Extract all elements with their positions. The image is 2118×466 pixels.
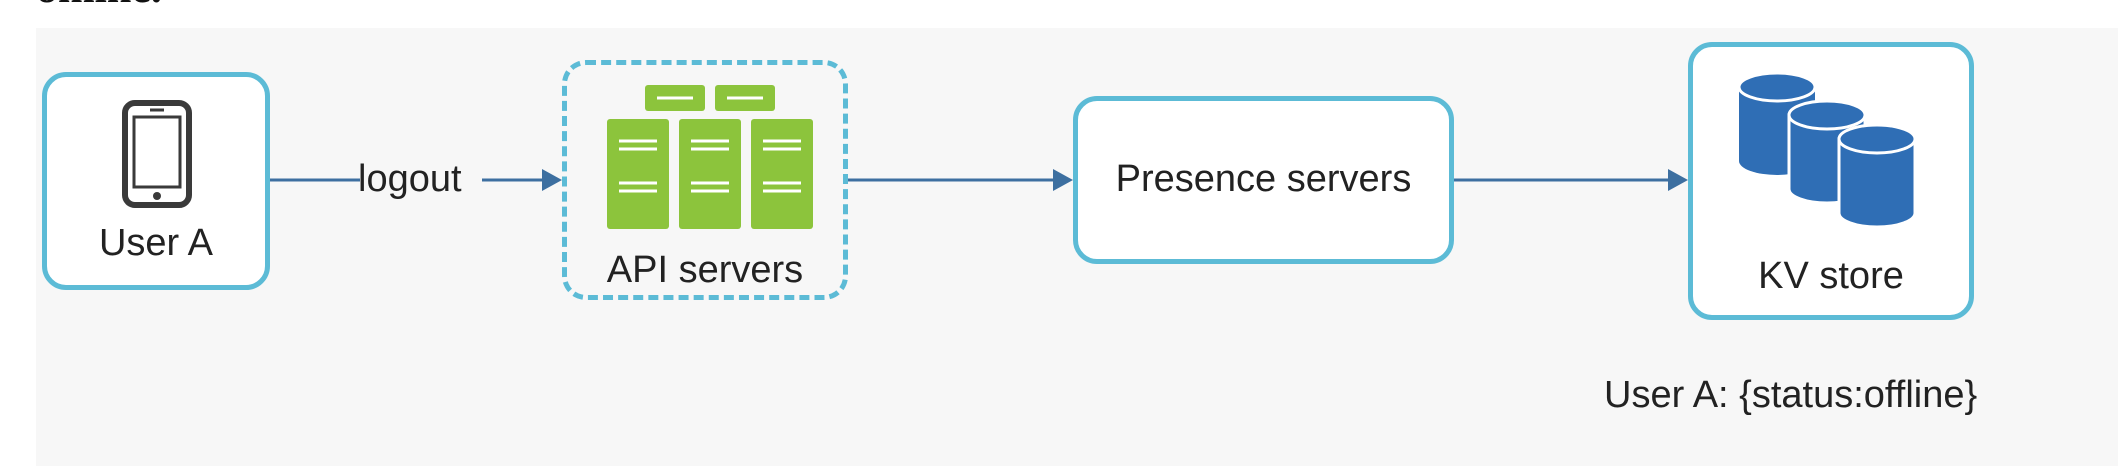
user-label: User A (98, 222, 214, 264)
kv-store-node: KV store (1688, 42, 1974, 320)
mobile-phone-icon (122, 100, 192, 208)
api-servers-node: API servers (562, 60, 848, 300)
presence-servers-node: Presence servers (1073, 96, 1454, 264)
arrowhead-kv (1668, 169, 1688, 191)
arrowhead-api (542, 169, 562, 191)
server-rack-icon (607, 85, 813, 229)
database-icon (1737, 71, 1917, 229)
kv-store-label: KV store (1758, 255, 1904, 297)
presence-servers-label: Presence servers (1115, 158, 1412, 200)
cut-off-text: omine. (36, 0, 162, 10)
status-annotation: User A: {status:offline} (1604, 374, 1978, 416)
arrowhead-presence (1053, 169, 1073, 191)
user-node: User A (42, 72, 270, 290)
logout-edge-label: logout (358, 158, 462, 200)
api-servers-label: API servers (606, 249, 804, 291)
